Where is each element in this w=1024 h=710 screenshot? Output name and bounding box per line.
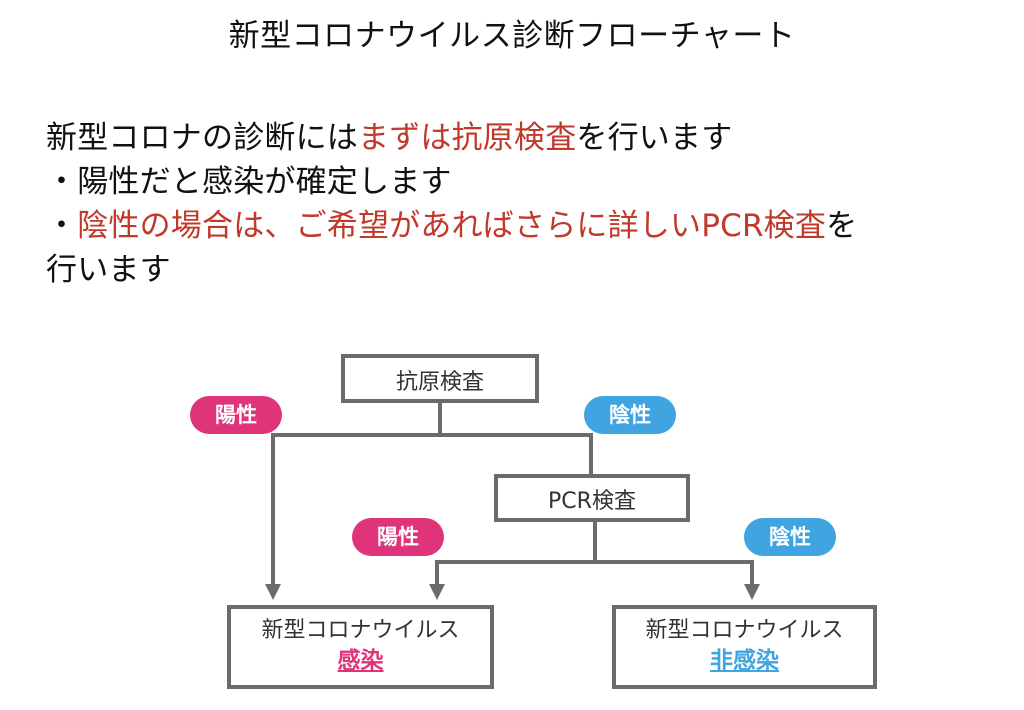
- intro-line-3-highlight: 陰性の場合は、ご希望があればさらに詳しいPCR検査: [77, 208, 827, 244]
- intro-line-3: ・陰性の場合は、ご希望があればさらに詳しいPCR検査を: [46, 204, 1006, 248]
- pill-positive-antigen: 陽性: [190, 396, 282, 434]
- pill-negative-antigen: 陰性: [584, 396, 676, 434]
- intro-line-1: 新型コロナの診断にはまずは抗原検査を行います: [46, 116, 1006, 160]
- result-not-infected-line1: 新型コロナウイルス: [645, 618, 844, 643]
- connector-antigen-branch: [273, 403, 591, 437]
- pill-negative-pcr: 陰性: [744, 518, 836, 556]
- connector-pcr-branch: [437, 522, 752, 564]
- result-not-infected-label: 新型コロナウイルス 非感染: [614, 616, 875, 676]
- pcr-box-label: PCR検査: [548, 489, 636, 514]
- antigen-box: [341, 354, 539, 403]
- antigen-box-label: 抗原検査: [395, 370, 484, 395]
- page-title: 新型コロナウイルス診断フローチャート: [228, 18, 796, 54]
- result-not-infected-box: [612, 605, 877, 689]
- intro-text: 新型コロナの診断にはまずは抗原検査を行います ・陽性だと感染が確定します ・陰性…: [46, 116, 1006, 292]
- result-not-infected-status: 非感染: [710, 648, 779, 674]
- intro-line-4: 行います: [46, 252, 171, 288]
- result-infected-status: 感染: [337, 648, 384, 674]
- result-infected-label: 新型コロナウイルス 感染: [229, 616, 492, 676]
- result-infected-box: [227, 605, 494, 689]
- intro-line-1-post: を行います: [576, 120, 733, 156]
- intro-line-1-pre: 新型コロナの診断には: [46, 120, 358, 156]
- intro-line-1-highlight: まずは抗原検査: [358, 120, 577, 156]
- pill-positive-pcr: 陽性: [352, 518, 444, 556]
- intro-line-3-bullet: ・: [46, 208, 78, 244]
- pcr-box: [494, 474, 690, 522]
- intro-line-2: ・陽性だと感染が確定します: [46, 164, 452, 200]
- intro-line-3-post: を: [826, 208, 858, 244]
- result-infected-line1: 新型コロナウイルス: [261, 618, 460, 643]
